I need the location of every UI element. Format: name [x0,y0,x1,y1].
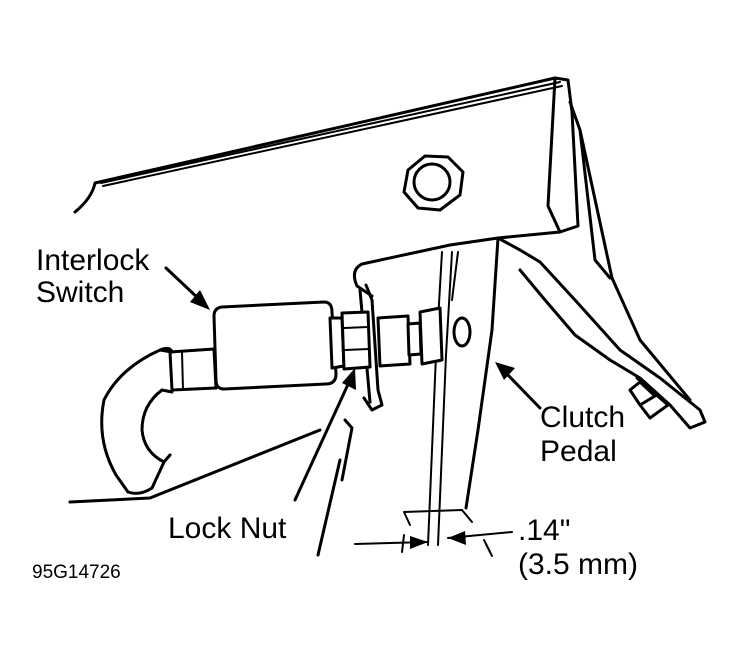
leader-arrows [164,266,542,557]
clutch-pedal-arrowhead [495,362,515,380]
lock-nut-arrowhead [342,368,356,390]
interlock-label-line2: Switch [36,276,124,309]
gap-mm-label: (3.5 mm) [518,548,638,581]
gap-measurement [354,509,513,557]
pushrod [427,251,459,546]
clutch-pedal-arm [464,100,707,510]
interlock-label-line1: Interlock [36,244,150,277]
pivot-bolt [402,154,465,212]
interlock-switch-arrowhead [190,290,210,310]
wire-harness [100,346,174,495]
floor-line [68,418,354,504]
lock-nut-label: Lock Nut [168,512,287,545]
clutch-label-line2: Pedal [540,435,617,468]
figure-code: 95G14726 [32,562,121,583]
interlock-switch [168,300,472,392]
clutch-label-line1: Clutch [540,401,625,434]
gap-inches-label: .14" [518,514,570,547]
pedal-bracket [73,76,580,298]
